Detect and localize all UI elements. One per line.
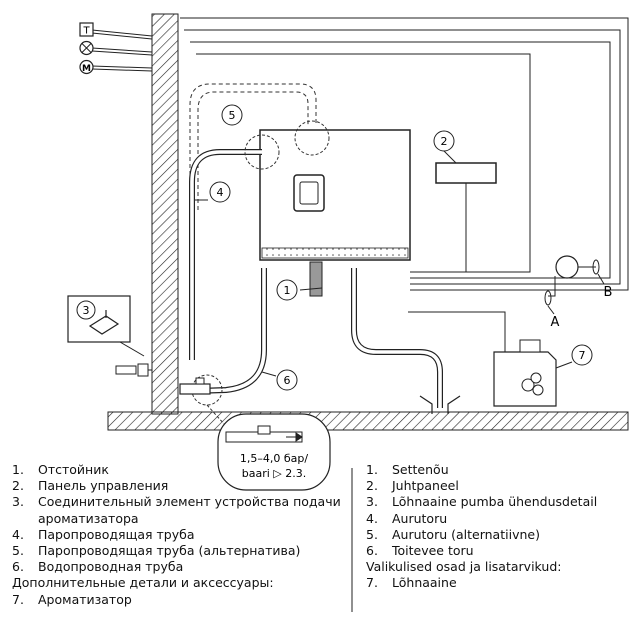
symbol-t-label: T [82, 26, 90, 37]
legend-ru-item-2: 2. Панель управления [12, 478, 341, 494]
legend-et-item-5: 5. Aurutoru (alternatiivne) [366, 527, 597, 543]
legend-ru-item-4: 4. Паропроводящая труба [12, 527, 341, 543]
cable-bundle [180, 17, 629, 291]
legend-et-item-1: 1. Settenõu [366, 462, 597, 478]
legend-ru-text: Панель управления [38, 478, 169, 494]
legend-ru-text: Отстойник [38, 462, 109, 477]
symbol-m-label: M [82, 64, 91, 74]
legend-ru-item-5: 5. Паропроводящая труба (альтернатива) [12, 543, 341, 559]
steam-generator [259, 129, 411, 261]
legend-et-text: Settenõu [392, 462, 449, 477]
legend-estonian: 1. Settenõu 2. Juhtpaneel 3. Lõhnaaine pumb… [366, 462, 597, 592]
water-valve [179, 377, 211, 395]
callout-7: 7 [555, 344, 593, 369]
legend-ru-item-7: 7. Ароматизатор [12, 592, 341, 608]
steam-pipe [189, 149, 262, 360]
pressure-callout: 1,5–4,0 бар/ baari ▷ 2.3. [206, 404, 331, 491]
legend-et-text: Aurutoru [392, 510, 448, 526]
callout-3-label: 3 [83, 304, 90, 317]
legend-et-text: Juhtpaneel [392, 478, 459, 494]
callout-5: 5 [221, 104, 243, 126]
legend-ru-text: Соединительный элемент устройства подачи [38, 494, 341, 510]
legend-et-num: 2. [366, 478, 378, 494]
point-b-label: B [604, 285, 613, 300]
lamp-symbol [79, 40, 94, 56]
legend-ru-num: 6. [12, 559, 24, 575]
alt-steam-pipe [189, 83, 317, 210]
callout-4-label: 4 [217, 186, 224, 199]
thermostat-symbol: T [79, 22, 94, 37]
drain-pipe [351, 268, 443, 408]
steam-outlet-detail [244, 134, 280, 170]
pressure-text-line2: baari ▷ 2.3. [242, 467, 307, 480]
callout-6: 6 [261, 369, 298, 391]
legend-ru-num: 1. [12, 462, 24, 477]
legend-et-text: Aurutoru (alternatiivne) [392, 526, 540, 542]
callout-2: 2 [433, 130, 457, 164]
legend-ru-num: 4. [12, 526, 24, 542]
callout-1: 1 [276, 279, 323, 301]
callout-5-label: 5 [229, 109, 236, 122]
legend-ru-item-3-cont: ароматизатора [12, 511, 341, 527]
legend-et-item-6: 6. Toitevee toru [366, 543, 597, 559]
legend-et-text: Toitevee toru [392, 543, 474, 559]
legend-ru-text: Водопроводная труба [38, 559, 184, 575]
floor [107, 411, 629, 431]
scent-connector-fitting [115, 363, 152, 377]
legend-ru-text: Паропроводящая труба [38, 526, 195, 542]
legend-et-item-7: 7. Lõhnaaine [366, 575, 597, 591]
scent-tube [408, 311, 506, 352]
motor-symbol: M [79, 59, 94, 75]
legend-ru-item-6: 6. Водопроводная труба [12, 559, 341, 575]
electrical-lines [91, 29, 153, 72]
legend-et-item-2: 2. Juhtpaneel [366, 478, 597, 494]
legend-ru-text: Ароматизатор [38, 591, 132, 607]
legend-et-extra-heading: Valikulised osad ja lisatarvikud: [366, 559, 562, 575]
point-b-coupling [592, 259, 600, 275]
alt-steam-pipe-inner [197, 91, 309, 210]
legend-et-num: 7. [366, 575, 378, 591]
legend-ru-num: 2. [12, 478, 24, 494]
legend-et-num: 6. [366, 543, 378, 559]
alt-outlet-detail [294, 120, 330, 156]
pressure-text-line1: 1,5–4,0 бар/ [240, 452, 308, 465]
legend-et-num: 5. [366, 526, 378, 542]
point-a-coupling [544, 290, 552, 306]
external-pump [555, 255, 579, 279]
legend-ru-item-1: 1. Отстойник [12, 462, 341, 478]
water-pipe [195, 268, 267, 394]
callout-7-label: 7 [579, 349, 586, 362]
callout-2-label: 2 [441, 135, 448, 148]
legend-ru-num: 5. [12, 543, 24, 559]
legend-et-num: 3. [366, 494, 378, 510]
callout-6-label: 6 [284, 374, 291, 387]
legend-ru-text: ароматизатора [38, 510, 139, 526]
legend-et-item-3: 3. Lõhnaaine pumba ühendusdetail [366, 494, 597, 510]
legend-ru-item-3: 3. Соединительный элемент устройства пода… [12, 494, 341, 510]
legend-et-text: Lõhnaaine pumba ühendusdetail [392, 494, 598, 510]
legend-et-text: Lõhnaaine [392, 575, 457, 591]
callout-1-label: 1 [284, 284, 291, 297]
floor-drain [419, 395, 461, 414]
scent-canister [493, 339, 557, 407]
legend-et-item-4: 4. Aurutoru [366, 511, 597, 527]
legend-ru-num: 7. [12, 591, 24, 607]
callout-3: 3 [76, 300, 96, 320]
sediment-tank [309, 261, 323, 297]
control-panel [435, 162, 497, 184]
scent-connector-box [67, 295, 131, 343]
legend-et-num: 1. [366, 462, 378, 477]
callout-4: 4 [194, 181, 231, 203]
legend-ru-num: 3. [12, 494, 24, 510]
point-a-label: A [551, 315, 560, 330]
legend-russian: 1. Отстойник 2. Панель управления 3. Соедин… [12, 462, 341, 608]
wall [151, 13, 179, 415]
scent-connector-lead [119, 341, 145, 357]
legend-et-num: 4. [366, 510, 378, 526]
legend-ru-extra-heading: Дополнительные детали и аксессуары: [12, 575, 274, 591]
legend-ru-text: Паропроводящая труба (альтернатива) [38, 543, 301, 559]
